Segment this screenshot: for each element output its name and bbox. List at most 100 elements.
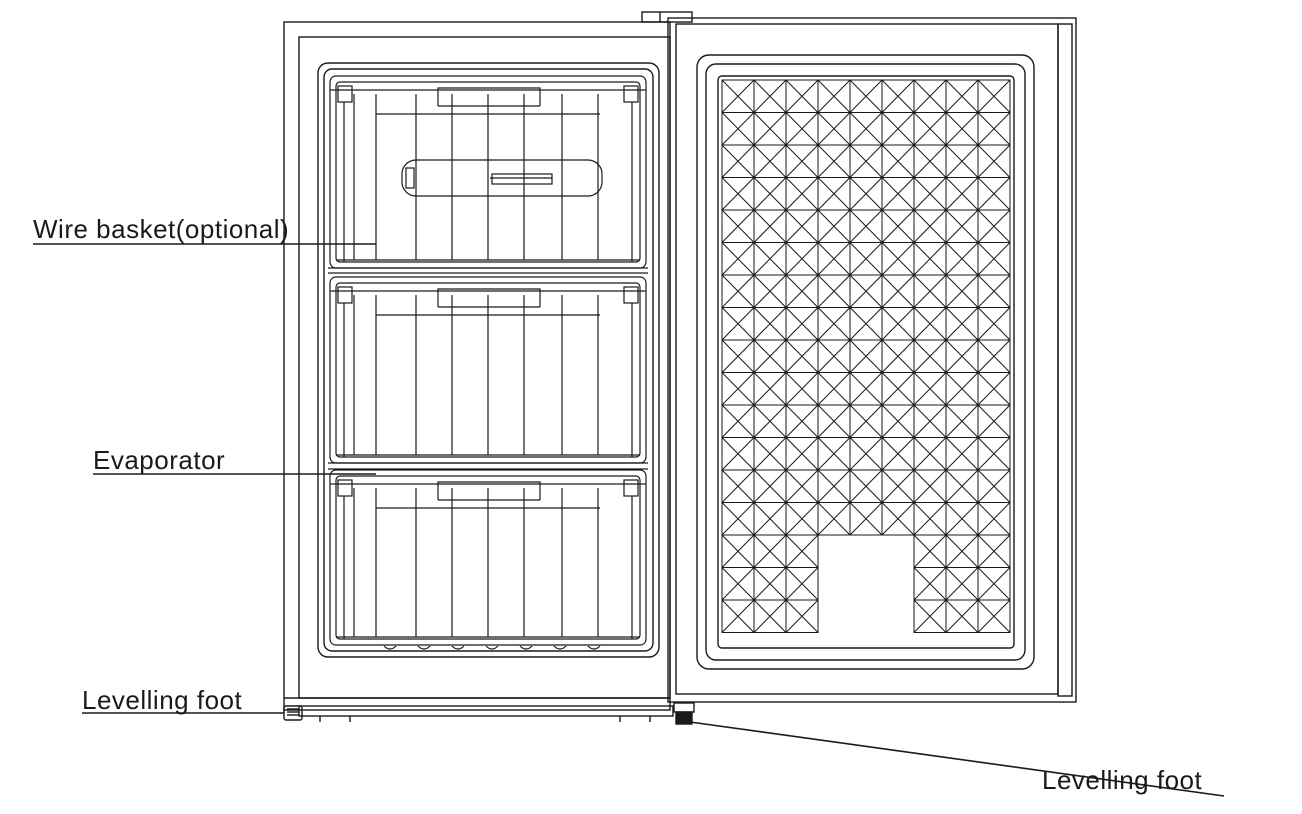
door-cell-diagonal: [913, 242, 947, 276]
door-cell-diagonal: [881, 502, 915, 536]
door-cell: [817, 144, 851, 178]
door-cell-diagonal: [881, 437, 915, 471]
door-cell-diagonal: [753, 502, 787, 536]
door-cell-diagonal: [945, 502, 979, 536]
door-cell: [753, 404, 787, 438]
door-cell: [913, 177, 947, 211]
basket-inner-frame: [335, 282, 641, 458]
door-cell-diagonal: [753, 177, 787, 211]
door-cell-diagonal: [977, 404, 1011, 438]
door-cell-diagonal: [785, 274, 819, 308]
basket-corner: [623, 479, 639, 497]
basket-corner: [337, 85, 353, 103]
door-cell-diagonal: [881, 144, 915, 178]
door-cell-diagonal: [721, 177, 755, 211]
door-cell: [913, 534, 947, 568]
door-cell-diagonal: [753, 437, 787, 471]
evaporator-tube: [401, 159, 603, 197]
door-cell: [849, 79, 883, 113]
door-cell: [945, 372, 979, 406]
door-cell: [913, 502, 947, 536]
door-cell: [945, 469, 979, 503]
door-cell-diagonal: [945, 372, 979, 406]
door-cell: [977, 242, 1011, 276]
door-cell: [977, 112, 1011, 146]
door-cell-diagonal: [881, 209, 915, 243]
door-cell-diagonal: [785, 242, 819, 276]
door-cell-diagonal: [721, 339, 755, 373]
door-cell: [881, 209, 915, 243]
door-cell: [785, 567, 819, 601]
door-cell-diagonal: [817, 307, 851, 341]
basket-foot-hook: [553, 645, 567, 650]
door-cell: [849, 274, 883, 308]
door-cell-diagonal: [977, 534, 1011, 568]
door-cell: [977, 372, 1011, 406]
door-cell-diagonal: [849, 469, 883, 503]
door-cell-diagonal: [977, 144, 1011, 178]
door-cell-diagonal: [945, 307, 979, 341]
door-cell: [753, 599, 787, 633]
door-cell: [881, 502, 915, 536]
door-cell-diagonal: [817, 79, 851, 113]
door-cell-diagonal: [945, 437, 979, 471]
door-cell: [881, 242, 915, 276]
door-cell-diagonal: [817, 274, 851, 308]
door-cell-diagonal: [785, 372, 819, 406]
door-cell-diagonal: [753, 599, 787, 633]
door-cell-diagonal: [977, 437, 1011, 471]
door-cell: [721, 404, 755, 438]
door-cell: [913, 307, 947, 341]
cabinet-rim: [298, 36, 671, 699]
door-cell: [945, 502, 979, 536]
door-cell-diagonal: [753, 339, 787, 373]
top-hinge: [641, 11, 693, 23]
door-cell: [945, 437, 979, 471]
door-cell: [849, 372, 883, 406]
door-cell: [945, 177, 979, 211]
door-cell: [753, 502, 787, 536]
door-cell: [977, 437, 1011, 471]
door-cell-frame: [785, 599, 819, 633]
door-cell-diagonal: [753, 112, 787, 146]
door-cell: [785, 112, 819, 146]
basket-handle: [437, 87, 541, 106]
door-cell: [913, 599, 947, 633]
door-cell-diagonal: [721, 274, 755, 308]
door-cell-diagonal: [881, 79, 915, 113]
door-cell-diagonal: [849, 112, 883, 146]
door-cell-diagonal: [753, 567, 787, 601]
door-cell: [881, 144, 915, 178]
door-cell-diagonal: [721, 599, 755, 633]
door-cell-diagonal: [849, 79, 883, 113]
door-cell-diagonal: [945, 209, 979, 243]
basket-foot-hook: [485, 645, 499, 650]
door-cell-diagonal: [721, 567, 755, 601]
door-cell-diagonal: [945, 339, 979, 373]
door-cell: [913, 209, 947, 243]
door-cell: [913, 469, 947, 503]
door-cell-diagonal: [881, 242, 915, 276]
door-cell: [977, 307, 1011, 341]
door-cell: [977, 209, 1011, 243]
basket-corner: [623, 286, 639, 304]
door-cell: [945, 534, 979, 568]
door-cell-diagonal: [721, 534, 755, 568]
door-cell: [881, 274, 915, 308]
label-wire-basket: Wire basket(optional): [33, 214, 290, 244]
door-cell-diagonal: [721, 502, 755, 536]
door-cell: [753, 209, 787, 243]
door-cell: [785, 177, 819, 211]
evaporator-tube-cap: [405, 167, 415, 189]
door-cell: [753, 339, 787, 373]
door-cell: [945, 144, 979, 178]
door-cell: [721, 144, 755, 178]
door-cell: [753, 469, 787, 503]
door-cell: [977, 339, 1011, 373]
door-cell: [945, 404, 979, 438]
door-cell-diagonal: [753, 404, 787, 438]
door-cell: [849, 404, 883, 438]
door-cell: [785, 79, 819, 113]
door-cell: [913, 144, 947, 178]
door-cell: [785, 209, 819, 243]
